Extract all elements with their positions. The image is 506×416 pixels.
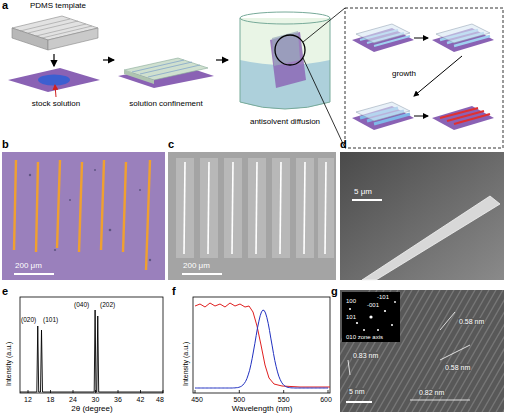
- spectra-frame: [193, 297, 330, 393]
- scale-label: 200 μm: [15, 262, 42, 270]
- spacing-label: 0.83 nm: [352, 352, 379, 359]
- growth-steps: [352, 24, 494, 130]
- panel-letter: b: [2, 139, 9, 150]
- saed-inset: [342, 292, 400, 342]
- tick-label: 24: [69, 396, 77, 403]
- miller-index: 100: [345, 298, 357, 304]
- step-label: solution confinement: [129, 100, 202, 108]
- tick-label: 30: [92, 396, 100, 403]
- axis-title: Intensity (a.u.): [5, 342, 12, 386]
- spacing-label: 0.58 nm: [444, 364, 471, 371]
- part-label: stock solution: [32, 100, 80, 108]
- scale-label: 5 nm: [348, 388, 366, 395]
- sem-image: [168, 152, 336, 280]
- optical-image: [2, 152, 165, 280]
- tick-label: 450: [191, 396, 203, 403]
- miller-index: -001: [366, 302, 380, 308]
- scale-label: 5 μm: [354, 188, 372, 196]
- spacing-label: 0.58 nm: [458, 318, 485, 325]
- panel-letter: e: [2, 286, 8, 297]
- scale-label: 200 μm: [183, 262, 210, 270]
- panel-letter: f: [172, 286, 176, 297]
- miller-index: 101: [345, 314, 357, 320]
- xrd-curve: [20, 310, 163, 392]
- panel-letter: g: [331, 286, 338, 297]
- part-label: PDMS template: [30, 2, 86, 10]
- tick-label: 42: [137, 396, 145, 403]
- pl-curve: [195, 310, 328, 388]
- absorption-curve: [195, 303, 330, 387]
- tick-label: 550: [278, 396, 290, 403]
- axis-title: 2θ (degree): [71, 405, 112, 413]
- peak-label: (040): [74, 302, 89, 309]
- tick-label: 48: [156, 396, 164, 403]
- stock-drop: [38, 75, 70, 86]
- pdms-template: [12, 16, 98, 50]
- tem-image: [340, 290, 504, 412]
- tick-label: 18: [47, 396, 55, 403]
- axis-title: Wavelength (nm): [232, 405, 293, 413]
- panel-letter: d: [340, 139, 347, 150]
- spacing-label: 0.82 nm: [418, 389, 445, 396]
- miller-index: -101: [376, 294, 390, 300]
- tick-label: 500: [233, 396, 245, 403]
- zone-axis-label: 010 zone axis: [345, 334, 384, 340]
- substrate: [8, 68, 100, 92]
- tick-label: 12: [24, 396, 32, 403]
- axis-title: Intensity (a.u.): [182, 342, 189, 386]
- peak-label: (202): [100, 302, 115, 309]
- tick-label: 36: [114, 396, 122, 403]
- peak-label: (101): [43, 317, 58, 324]
- panel-letter: a: [2, 0, 8, 11]
- peak-label: (020): [21, 317, 36, 324]
- beaker: [240, 12, 330, 109]
- sem-closeup: [340, 152, 504, 280]
- step-label: growth: [392, 70, 416, 78]
- tick-label: 600: [320, 396, 332, 403]
- step-label: antisolvent diffusion: [250, 118, 320, 126]
- panel-letter: c: [168, 139, 174, 150]
- xrd-frame: [20, 297, 163, 393]
